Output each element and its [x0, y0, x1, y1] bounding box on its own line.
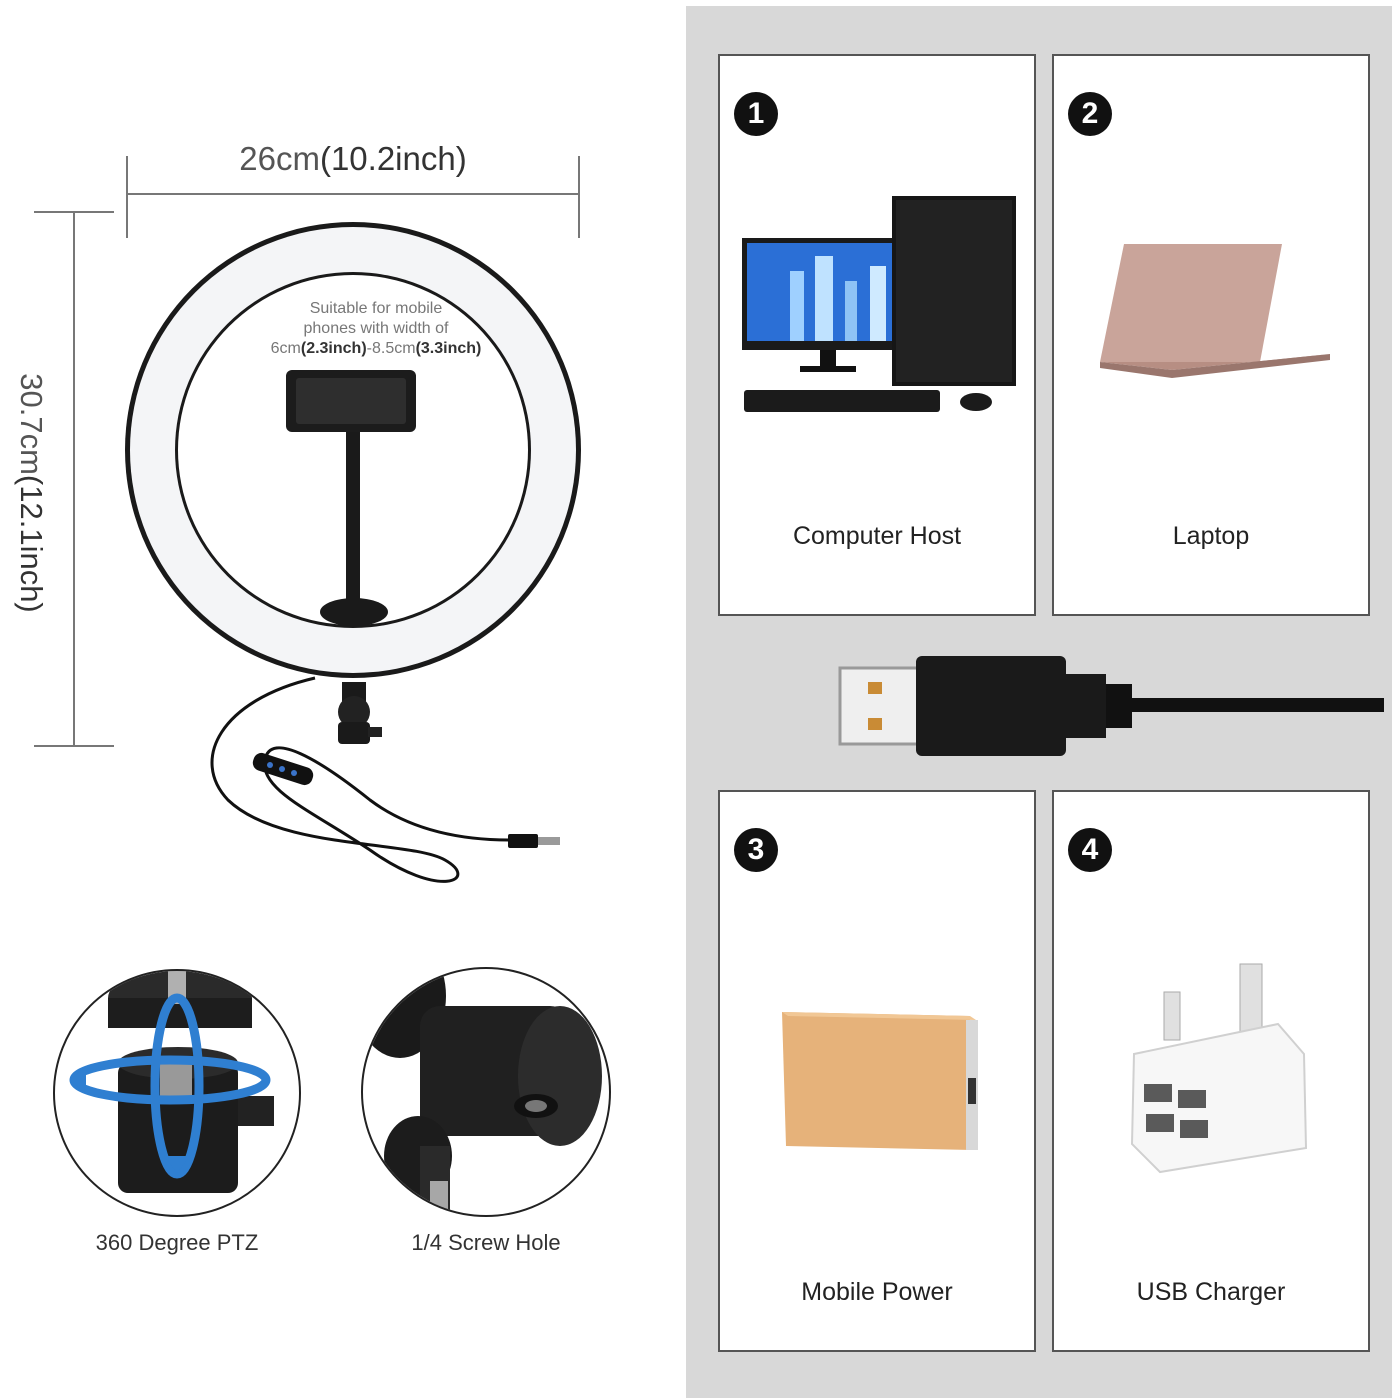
phone-max-cm: 8.5cm — [371, 340, 416, 357]
usb-plug-icon — [838, 656, 1384, 756]
screw-hole-label: 1/4 Screw Hole — [411, 1230, 561, 1255]
phone-min-cm: 6cm — [270, 340, 301, 357]
ptz-ball-head-icon — [53, 969, 301, 1217]
width-inch: (10.2inch) — [319, 140, 467, 177]
card-number-badge: 4 — [1068, 828, 1112, 872]
phone-note-line2: phones with width of — [303, 320, 449, 337]
width-dimension-tick-left — [126, 156, 128, 238]
height-cm: 30.7cm — [14, 373, 49, 475]
card-number-badge: 3 — [734, 828, 778, 872]
usb-charger-icon — [1130, 963, 1308, 1174]
power-source-card-usb-charger: 4 USB Charger — [1052, 790, 1370, 1352]
height-dimension-label: 30.7cm(12.1inch) — [13, 226, 49, 760]
desktop-computer-icon — [742, 196, 1016, 412]
height-dimension-tick-top — [34, 211, 114, 213]
laptop-icon — [1100, 244, 1330, 378]
card-label: Laptop — [1172, 522, 1250, 550]
card-label: USB Charger — [1136, 1278, 1286, 1306]
power-source-card-laptop: 2 Laptop — [1052, 54, 1370, 616]
power-bank-icon — [782, 1012, 978, 1150]
power-source-card-computer-host: 1 Computer Host — [718, 54, 1036, 616]
width-cm: 26cm — [239, 140, 320, 177]
phone-range-separator: - — [366, 340, 372, 357]
card-number-badge: 1 — [734, 92, 778, 136]
height-inch: (12.1inch) — [14, 474, 49, 613]
card-label: Mobile Power — [801, 1278, 953, 1306]
height-dimension-tick-bottom — [34, 745, 114, 747]
height-dimension-line — [73, 212, 75, 746]
card-number-badge: 2 — [1068, 92, 1112, 136]
card-label: Computer Host — [792, 522, 962, 550]
phone-note-line1: Suitable for mobile — [309, 300, 443, 317]
power-source-card-mobile-power: 3 Mobile Power — [718, 790, 1036, 1352]
ring-light-icon — [125, 222, 581, 883]
screw-hole-icon — [361, 967, 611, 1217]
width-dimension-label: 26cm(10.2inch) — [126, 140, 580, 178]
phone-note-line3: 6cm(2.3inch)-8.5cm(3.3inch) — [226, 339, 526, 359]
ptz-label: 360 Degree PTZ — [95, 1230, 259, 1255]
phone-max-inch: (3.3inch) — [415, 340, 482, 357]
width-dimension-line — [126, 193, 580, 195]
phone-width-note: Suitable for mobile phones with width of… — [226, 299, 526, 359]
phone-min-inch: (2.3inch) — [300, 340, 367, 357]
width-dimension-tick-right — [578, 156, 580, 238]
